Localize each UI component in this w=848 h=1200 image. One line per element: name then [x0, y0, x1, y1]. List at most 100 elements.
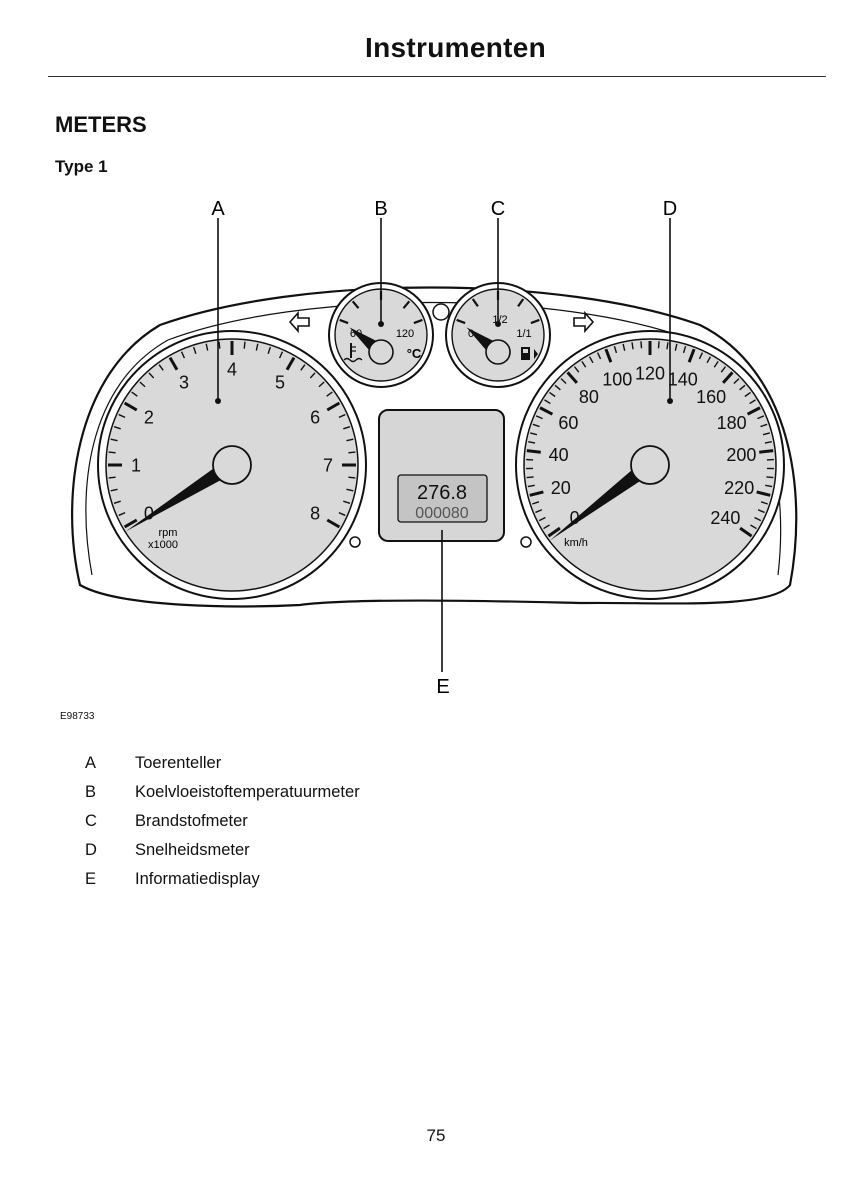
- minor-tick: [744, 391, 751, 398]
- major-tick: [326, 518, 341, 529]
- tachometer-label-6: 6: [310, 407, 320, 427]
- tachometer-label-7: 7: [323, 455, 333, 475]
- legend-key: A: [85, 754, 97, 772]
- minor-tick: [720, 366, 727, 373]
- page-number: 75: [426, 1126, 446, 1145]
- temperature-gauge: 60120°C: [328, 282, 434, 388]
- minor-tick: [346, 438, 354, 442]
- speedometer-hub: [630, 445, 670, 485]
- minor-tick: [596, 352, 602, 360]
- fuel-empty-label: 0: [468, 328, 474, 340]
- clock-set-button-icon: [520, 536, 532, 548]
- page-title: Instrumenten: [365, 32, 546, 63]
- minor-tick: [326, 391, 333, 397]
- major-tick: [547, 526, 561, 538]
- minor-tick: [532, 501, 540, 505]
- minor-tick: [666, 342, 669, 350]
- speedometer-label-100: 100: [602, 369, 632, 389]
- minor-tick: [739, 384, 746, 391]
- speedometer-label-0: 0: [570, 508, 580, 528]
- minor-tick: [338, 413, 346, 419]
- legend-label: Toerenteller: [135, 754, 222, 772]
- minor-tick: [527, 484, 535, 488]
- speedometer-label-20: 20: [551, 478, 571, 498]
- minor-tick: [348, 476, 356, 479]
- minor-tick: [346, 488, 354, 492]
- minor-tick: [218, 341, 221, 349]
- major-tick: [326, 401, 341, 412]
- minor-tick: [764, 441, 772, 444]
- minor-tick: [526, 476, 534, 479]
- major-tick: [123, 518, 138, 529]
- minor-tick: [674, 343, 678, 351]
- minor-tick: [765, 484, 773, 488]
- tachometer-unit: rpm: [159, 527, 178, 539]
- major-tick: [285, 356, 296, 371]
- speedometer-label-240: 240: [710, 508, 740, 528]
- fuel-tick: [471, 298, 479, 307]
- minor-tick: [118, 511, 126, 517]
- minor-tick: [581, 361, 587, 368]
- temperature-hub: [368, 339, 394, 365]
- minor-tick: [108, 451, 116, 454]
- speedometer-needle: [550, 458, 655, 541]
- minor-tick: [535, 415, 543, 420]
- minor-tick: [613, 346, 618, 354]
- minor-tick: [544, 399, 551, 405]
- minor-tick: [757, 415, 765, 420]
- legend-key: B: [85, 783, 97, 801]
- speedometer-label-220: 220: [724, 478, 754, 498]
- minor-tick: [573, 366, 580, 373]
- speedometer-label-120: 120: [635, 363, 665, 383]
- minor-tick: [530, 432, 538, 436]
- tachometer-label-2: 2: [144, 407, 154, 427]
- speedometer-label-160: 160: [696, 387, 726, 407]
- minor-tick: [622, 343, 626, 351]
- minor-tick: [535, 509, 543, 514]
- arrow-left-icon: [288, 310, 310, 334]
- warning-lamp-icon: [432, 303, 450, 321]
- minor-tick: [348, 451, 356, 454]
- legend-label: Snelheidsmeter: [135, 841, 250, 859]
- tachometer-label-0: 0: [144, 503, 154, 523]
- legend-key: E: [85, 870, 97, 888]
- trip-readout: 276.8: [417, 482, 467, 504]
- subsection-title: Type 1: [55, 157, 108, 176]
- tachometer-label-1: 1: [131, 455, 141, 475]
- temperature-tick: [402, 300, 411, 309]
- minor-tick: [158, 364, 164, 371]
- minor-tick: [560, 378, 567, 384]
- figure-code: E98733: [60, 711, 95, 722]
- fuel-tick: [530, 318, 540, 325]
- minor-tick: [243, 341, 246, 349]
- minor-tick: [543, 524, 550, 530]
- tachometer-hub: [212, 445, 252, 485]
- minor-tick: [255, 343, 259, 351]
- callout-dots: [215, 321, 673, 404]
- minor-tick: [148, 372, 155, 379]
- speedometer-label-40: 40: [549, 445, 569, 465]
- temperature-tick: [351, 300, 360, 309]
- tachometer-label-4: 4: [227, 359, 237, 379]
- legend-key: D: [85, 841, 97, 859]
- callout-lines: [217, 218, 671, 672]
- minor-tick: [749, 399, 756, 405]
- minor-tick: [538, 516, 546, 522]
- speedometer-label-140: 140: [668, 369, 698, 389]
- major-tick: [746, 406, 761, 416]
- minor-tick: [762, 432, 770, 436]
- minor-tick: [318, 381, 325, 388]
- minor-tick: [713, 361, 719, 368]
- minor-tick: [733, 378, 740, 384]
- minor-tick: [698, 352, 704, 360]
- temperature-unit: °C: [407, 346, 422, 361]
- major-tick: [539, 406, 554, 416]
- temperature-tick: [413, 318, 423, 325]
- arrow-right-icon: [573, 310, 595, 334]
- minor-tick: [757, 509, 765, 514]
- temperature-high-label: 120: [396, 328, 414, 340]
- tachometer-label-8: 8: [310, 503, 320, 523]
- legend-label: Brandstofmeter: [135, 812, 248, 830]
- fuel-tick: [517, 298, 525, 307]
